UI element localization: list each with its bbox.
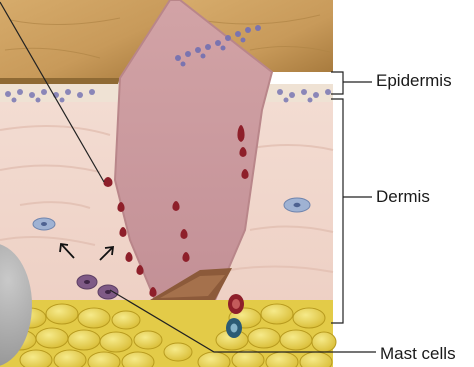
epidermis-label: Epidermis [376,71,452,91]
fat-layer [0,300,336,367]
mast-cells-label: Mast cells [380,344,456,364]
dermis-label: Dermis [376,187,430,207]
wood-edge-shadow [0,78,120,84]
